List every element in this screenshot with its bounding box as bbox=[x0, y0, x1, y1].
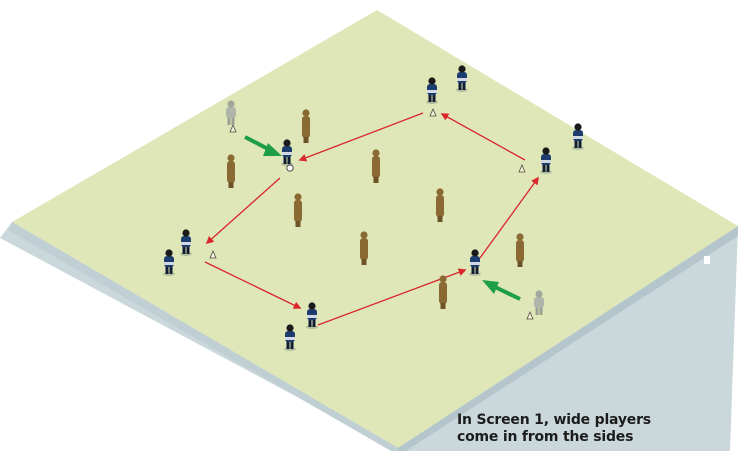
caption-line-2: come in from the sides bbox=[457, 429, 732, 446]
caption-line-1: In Screen 1, wide players bbox=[457, 412, 732, 429]
edge-mark bbox=[704, 256, 710, 264]
caption: In Screen 1, wide players come in from t… bbox=[457, 412, 732, 446]
ball bbox=[287, 165, 293, 171]
